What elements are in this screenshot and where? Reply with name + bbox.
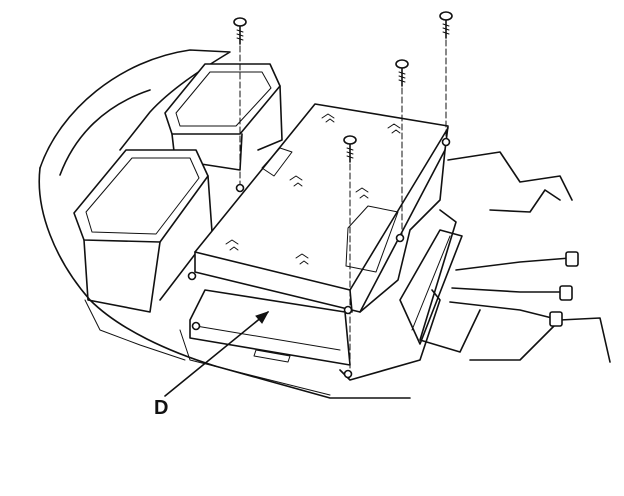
connector-plug-1 [565,251,579,267]
callout-d-leader [164,311,270,397]
mounting-holes [187,137,451,379]
screw-4 [343,135,357,377]
leader-arrowhead [255,311,270,324]
screw-3 [395,59,409,237]
air-vent-lower [73,149,213,313]
control-unit-d [194,103,449,313]
wiring-bracket [399,151,611,363]
wire-connectors [449,251,579,327]
callout-label-d: D [154,397,169,419]
screw-1 [233,17,247,187]
console-housing [38,49,411,399]
mounting-bracket [189,289,441,381]
screw-2 [439,11,453,141]
air-vent-upper [164,63,283,171]
connector-plug-2 [559,285,573,301]
connector-plug-3 [549,311,563,327]
